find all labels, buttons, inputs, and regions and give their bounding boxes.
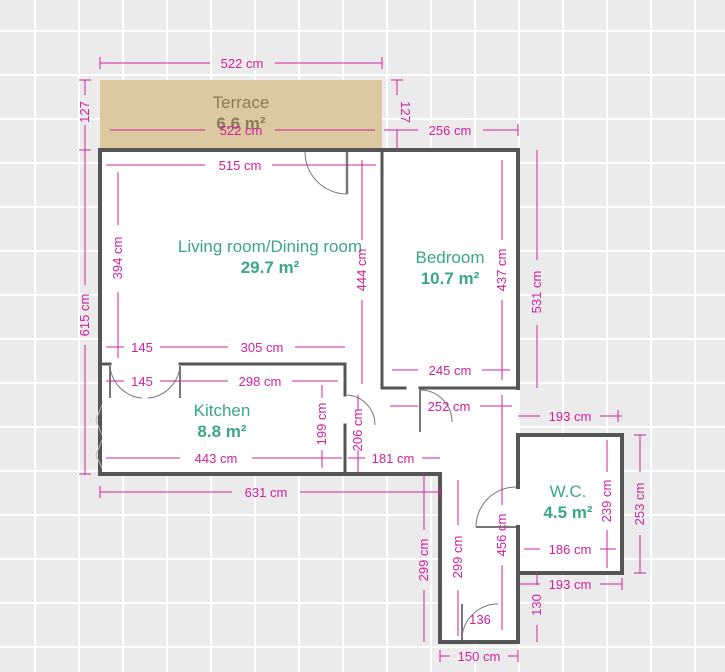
room-labels: Terrace 6.6 m² Living room/Dining room 2…: [178, 93, 593, 522]
terrace-area-label: 6.6 m²: [216, 114, 265, 133]
dimension-labels: 522 cm 522 cm 127 127 256 cm 515 cm 394 …: [77, 56, 647, 664]
dimension-lines: [79, 57, 646, 662]
dim-hall-top: 252 cm: [428, 399, 471, 414]
living-room-name: Living room/Dining room: [178, 237, 362, 256]
floor-fill: [100, 150, 622, 642]
dim-hall-bottom: 181 cm: [372, 451, 415, 466]
doors: [95, 151, 517, 641]
dim-wc-top: 193 cm: [549, 409, 592, 424]
dim-wc-inner-height: 239 cm: [599, 480, 614, 523]
dim-living-height: 394 cm: [110, 237, 125, 280]
dim-corridor-door: 136: [469, 612, 491, 627]
dim-terrace-right: 127: [398, 101, 413, 123]
wc-area: 4.5 m²: [543, 503, 592, 522]
dim-living-bottom-left: 145: [131, 340, 153, 355]
terrace-name: Terrace: [213, 93, 270, 112]
bedroom-area: 10.7 m²: [421, 269, 480, 288]
kitchen-area: 8.8 m²: [197, 422, 246, 441]
dim-kitchen-top-right: 298 cm: [239, 374, 282, 389]
kitchen-name: Kitchen: [194, 401, 251, 420]
dim-bedroom-outer-height: 531 cm: [529, 271, 544, 314]
dim-corridor-bottom: 150 cm: [458, 649, 501, 664]
dim-wc-outer-height: 253 cm: [632, 483, 647, 526]
dim-bedroom-inner-height: 437 cm: [494, 249, 509, 292]
dim-corridor-outer-height: 299 cm: [416, 539, 431, 582]
dim-overall-left: 615 cm: [77, 294, 92, 337]
dim-bedroom-bottom: 245 cm: [429, 363, 472, 378]
dim-terrace-bottom: 522 cm: [220, 123, 263, 138]
dim-kitchen-bottom: 443 cm: [195, 451, 238, 466]
wc-name: W.C.: [550, 482, 587, 501]
dim-bedroom-top: 256 cm: [429, 123, 472, 138]
dim-kitchen-height: 199 cm: [314, 403, 329, 446]
dim-terrace-top: 522 cm: [221, 56, 264, 71]
dim-terrace-left: 127: [77, 101, 92, 123]
bedroom-name: Bedroom: [416, 248, 485, 267]
dim-lower-right-height: 130: [529, 594, 544, 616]
dim-wc-bottom-outer: 193 cm: [549, 577, 592, 592]
dim-living-divider: 444 cm: [354, 249, 369, 292]
dim-living-bottom-right: 305 cm: [241, 340, 284, 355]
dim-corridor-height: 456 cm: [494, 514, 509, 557]
dim-overall-bottom: 631 cm: [245, 485, 288, 500]
living-room-area: 29.7 m²: [241, 258, 300, 277]
dim-corridor-inner-height: 299 cm: [450, 536, 465, 579]
dim-kitchen-top-left: 145: [131, 374, 153, 389]
dim-living-top: 515 cm: [219, 158, 262, 173]
terrace-area[interactable]: [100, 80, 382, 150]
dim-hall-door-height: 206 cm: [350, 409, 365, 452]
walls: [98, 148, 624, 644]
dim-wc-bottom-inner: 186 cm: [549, 542, 592, 557]
